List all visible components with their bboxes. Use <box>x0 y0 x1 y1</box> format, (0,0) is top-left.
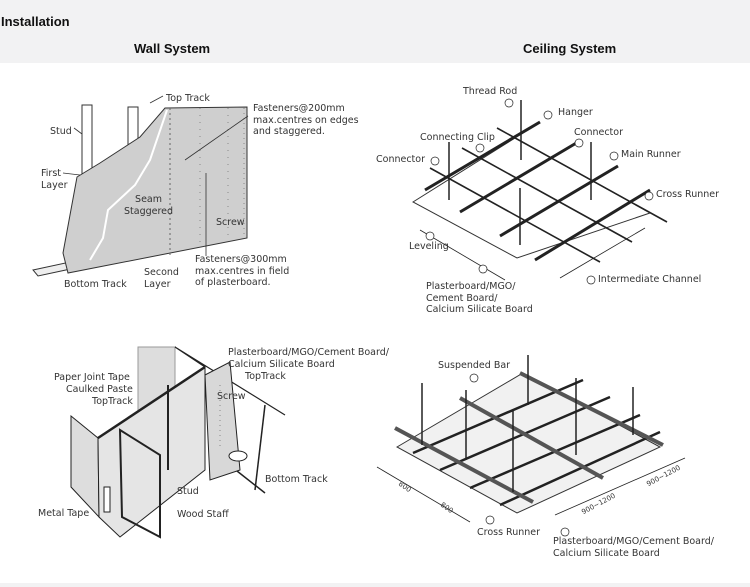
footer-band <box>0 583 750 587</box>
label-bottom-track: Bottom Track <box>265 474 328 485</box>
page-title: Installation <box>1 14 70 29</box>
label-paper-joint-tape: Paper Joint Tape <box>54 372 130 383</box>
label-board: Plasterboard/MGO/Cement Board/ Calcium S… <box>228 347 389 370</box>
cross-runners <box>429 127 668 263</box>
label-connecting-clip: Connecting Clip <box>420 132 495 143</box>
stud <box>81 104 93 176</box>
ceiling-system-diagram <box>412 98 668 285</box>
ceiling-system-title: Ceiling System <box>523 41 617 56</box>
label-stud: Stud <box>177 486 199 497</box>
label-caulked-paste: Caulked Paste <box>66 384 133 395</box>
label-board: Plasterboard/MGO/ Cement Board/ Calcium … <box>426 281 533 315</box>
wall-system-diagram <box>32 95 249 277</box>
label-cross-runner: Cross Runner <box>477 527 541 538</box>
label-fasteners-edges: Fasteners@200mm max.centres on edges and… <box>253 103 359 137</box>
rods <box>421 355 634 492</box>
label-thread-rod: Thread Rod <box>463 86 518 97</box>
callout-circles <box>425 98 654 285</box>
label-wood-staff: Wood Staff <box>177 509 229 520</box>
label-board: Plasterboard/MGO/Cement Board/ Calcium S… <box>553 536 714 559</box>
wall-system-title: Wall System <box>134 41 211 56</box>
seam <box>89 109 168 261</box>
label-hanger: Hanger <box>558 107 593 118</box>
label-main-runner: Main Runner <box>621 149 681 160</box>
label-cross-runner: Cross Runner <box>656 189 720 200</box>
label-stud: Stud <box>50 126 72 137</box>
label-screw: Screw <box>217 391 246 402</box>
label-seam-staggered: Seam Staggered <box>124 194 174 217</box>
label-top-track: Top Track <box>166 93 210 104</box>
label-bottom-track: Bottom Track <box>64 279 127 290</box>
ceiling-board <box>395 372 662 514</box>
label-connector-left: Connector <box>376 154 425 165</box>
label-first-layer: First Layer <box>41 168 68 191</box>
suspended-bars <box>394 371 664 504</box>
label-intermediate-channel: Intermediate Channel <box>598 274 702 285</box>
label-leveling: Leveling <box>409 241 449 252</box>
label-screw: Screw <box>216 217 245 228</box>
label-suspended-bar: Suspended Bar <box>438 360 511 371</box>
label-connector-right: Connector <box>574 127 623 138</box>
header-band <box>0 0 750 63</box>
label-metal-tape: Metal Tape <box>38 508 90 519</box>
partition-wall-diagram <box>70 346 286 539</box>
suspended-ceiling-diagram <box>376 355 686 537</box>
label-second-layer: Second Layer <box>144 267 179 290</box>
label-top-track-left: TopTrack <box>92 396 133 407</box>
label-top-track-right: TopTrack <box>245 371 286 382</box>
thread-rods <box>448 100 592 245</box>
label-fasteners-field: Fasteners@300mm max.centres in field of … <box>195 254 290 288</box>
